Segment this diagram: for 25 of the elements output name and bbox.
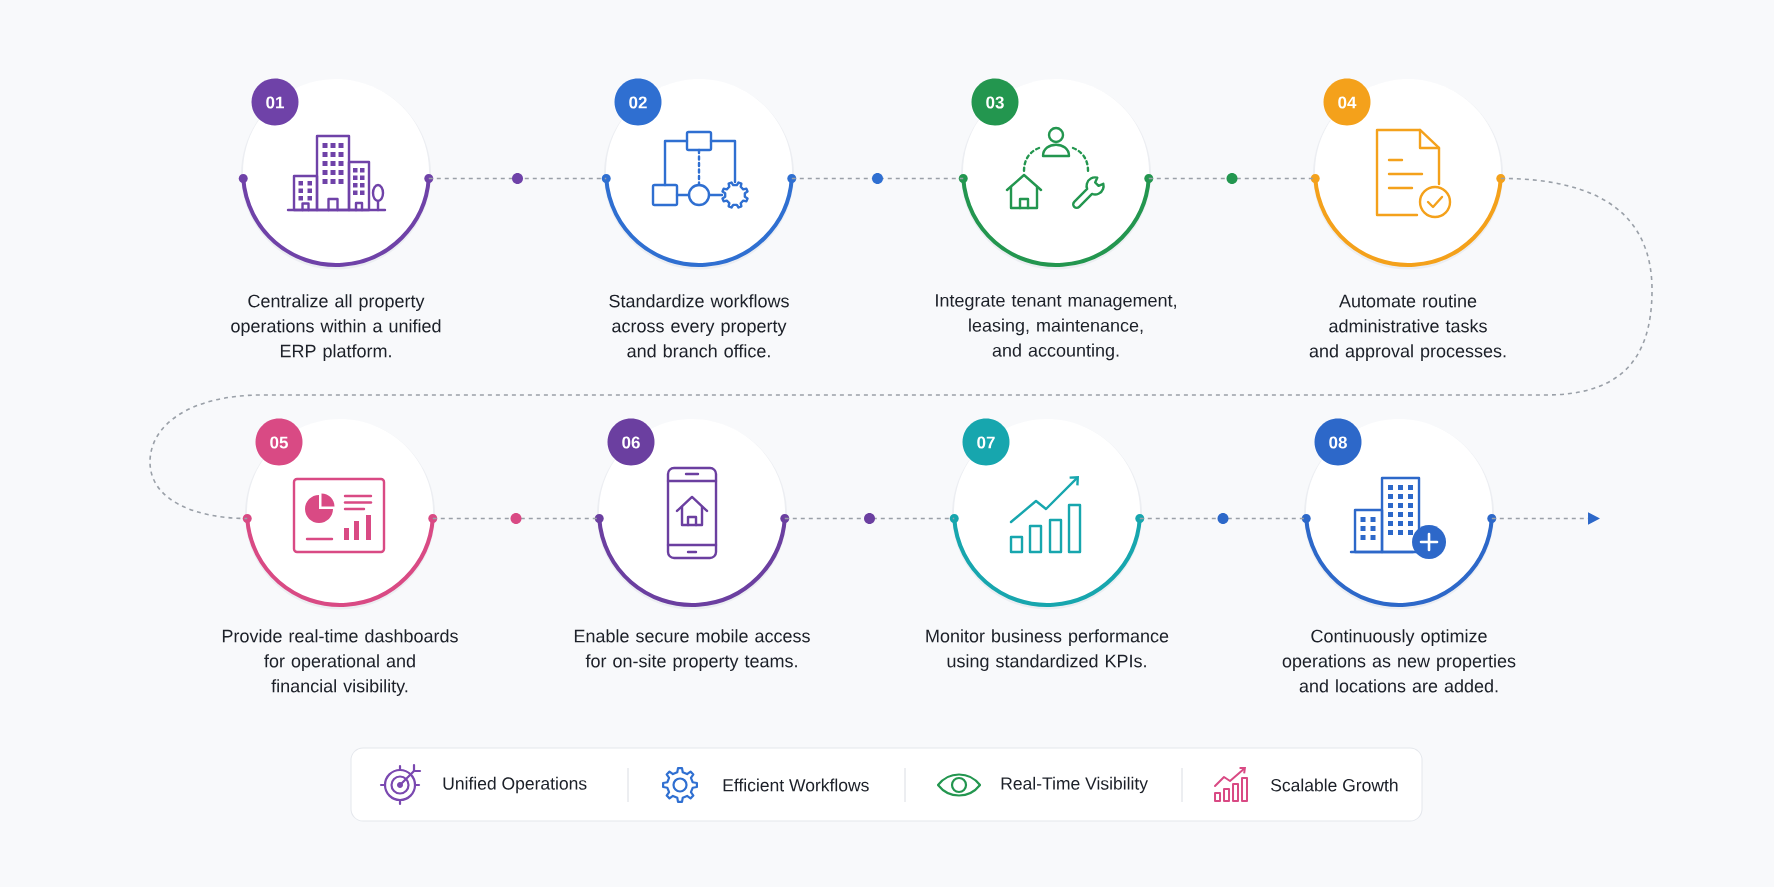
arrow	[1491, 512, 1600, 525]
number-badge: 05	[255, 418, 303, 466]
connector-line	[784, 517, 956, 520]
number-badge: 08	[1314, 418, 1362, 466]
connector-line	[149, 177, 1653, 520]
number-badge: 04	[1323, 78, 1371, 126]
step-description: Enable secure mobile access for on-site property teams.	[574, 629, 810, 671]
legend-label: Real-Time Visibility	[1001, 776, 1148, 794]
legend-label: Unified Operations	[443, 776, 587, 794]
number-badge: 01	[251, 78, 299, 126]
number-badge: 02	[614, 78, 662, 126]
step-description: Standardize workflows across every property and branch office.	[609, 294, 789, 358]
step-description: Monitor business performance using standardized KPIs.	[926, 629, 1169, 671]
step-description: Integrate tenant management, leasing, maintenance, and accounting.	[936, 294, 1176, 361]
step-description: Continuously optimize operations as new properties and locations are added.	[1282, 629, 1516, 693]
legend-label: Scalable Growth	[1271, 778, 1398, 792]
number-badge: 03	[971, 78, 1019, 126]
number-badge: 06	[607, 418, 655, 466]
step-description: Automate routine administrative tasks and approval processes.	[1309, 294, 1506, 361]
legend-label: Efficient Workflows	[723, 778, 869, 792]
connector-line	[791, 177, 965, 180]
number-badge: 07	[962, 418, 1010, 466]
step-description: Provide real-time dashboards for operational and financial visibility.	[222, 629, 458, 696]
step-description: Centralize all property operations within a unified ERP platform.	[231, 294, 441, 361]
connector-line	[427, 177, 608, 180]
